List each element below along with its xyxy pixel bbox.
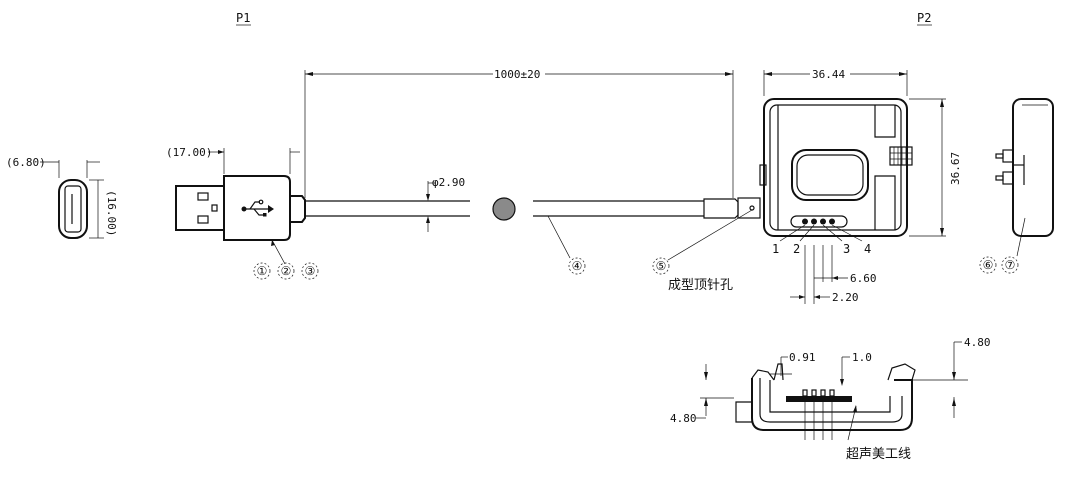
pin-label-1: 1: [772, 242, 779, 256]
dim-cable-length: 1000±20: [494, 68, 540, 81]
dim-body-height: 36.67: [949, 152, 962, 185]
view-title-p2: P2: [917, 11, 931, 25]
note-ultrasonic-line: 超声美工线: [846, 447, 911, 462]
pin-3: [820, 218, 826, 225]
pin-4: [829, 218, 835, 225]
callout-leader-4: [547, 215, 571, 259]
view-title-p1: P1: [236, 11, 250, 25]
dim-pin-pitch-inner: 2.20: [832, 291, 859, 304]
pin-1: [802, 218, 808, 225]
cross-section-view: 4.80 4.80 0.91 1.0 超声美工线: [670, 336, 991, 462]
body-window: [791, 149, 869, 201]
contact-block: [889, 146, 913, 166]
callout-1: ①: [257, 264, 268, 278]
callout-leader-67: [1016, 217, 1026, 257]
charger-body-front: 1 2 3 4 36.44 36.67 6.60 2.20: [759, 68, 962, 304]
usb-shell-outline: [58, 179, 88, 239]
ejector-hole-mark: [749, 205, 755, 211]
callout-leader-5: [667, 209, 753, 261]
cable-boot: [703, 198, 739, 219]
usb-logo-icon: [241, 199, 274, 217]
callout-5: ⑤: [656, 259, 667, 273]
cable-section: φ2.90: [426, 176, 516, 232]
dim-pin-pitch-outer: 6.60: [850, 272, 877, 285]
usb-shell-opening: [64, 185, 82, 233]
charger-body-side: ⑥ ⑦: [979, 98, 1054, 274]
dim-body-width: 36.44: [812, 68, 845, 81]
usb-end-view: (6.80) (16.00): [6, 156, 118, 239]
dim-cable-diameter: φ2.90: [432, 176, 465, 189]
section-pcb: [786, 396, 852, 402]
callout-6: ⑥: [983, 258, 994, 272]
dim-side-offset: 1.0: [852, 351, 872, 364]
callout-4: ④: [572, 259, 583, 273]
cable-cross-section: [492, 197, 516, 221]
pin-slot: [790, 215, 848, 228]
section-cable-stub: [735, 401, 752, 423]
section-outer: [751, 378, 913, 431]
cable-length-dimension: 1000±20: [304, 68, 734, 198]
dim-side-height-left: 4.80: [670, 412, 697, 425]
pin-label-3: 3: [843, 242, 850, 256]
usb-housing: [223, 175, 291, 241]
side-outline: [1012, 98, 1054, 237]
strain-relief: [290, 195, 306, 223]
usb-plug-side-view: (17.00) ① ② ③: [166, 146, 470, 280]
dim-side-height-right: 4.80: [964, 336, 991, 349]
note-ejector-hole: 成型顶针孔: [668, 278, 733, 293]
cable-to-body: ④ ⑤ 成型顶针孔: [533, 197, 761, 293]
callout-2: ②: [281, 264, 292, 278]
callout-7: ⑦: [1005, 258, 1016, 272]
pin-2: [811, 218, 817, 225]
dim-usb-height: (6.80): [6, 156, 46, 169]
pin-label-4: 4: [864, 242, 871, 256]
body-outline: [763, 98, 908, 237]
callout-3: ③: [305, 264, 316, 278]
dim-side-thickness: 0.91: [789, 351, 816, 364]
dim-plug-length: (17.00): [166, 146, 212, 159]
dim-usb-width: (16.00): [105, 190, 118, 236]
pin-label-2: 2: [793, 242, 800, 256]
